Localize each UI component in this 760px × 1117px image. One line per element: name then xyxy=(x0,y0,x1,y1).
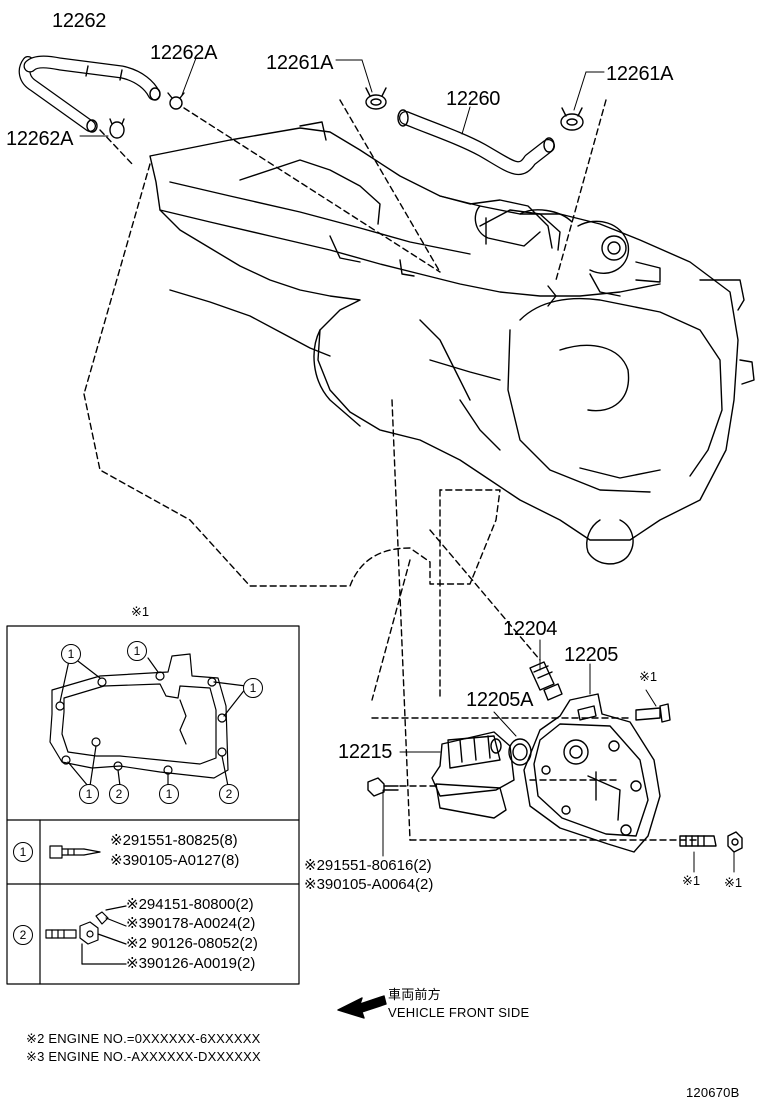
table-row2-line1: ※294151-80800(2) xyxy=(126,896,254,913)
bolt-right xyxy=(635,703,671,723)
label-12261A-left: 12261A xyxy=(266,52,334,74)
table-key-1: 1 xyxy=(13,842,33,862)
bolt-left xyxy=(367,777,399,797)
clamp-12261A xyxy=(365,87,584,131)
front-arrow xyxy=(337,995,387,1019)
table-row1-line2: ※390105-A0127(8) xyxy=(110,852,240,869)
direction-en: VEHICLE FRONT SIDE xyxy=(388,1005,530,1020)
engine-note-3: ※3 ENGINE NO.-AXXXXXX-DXXXXXX xyxy=(26,1049,261,1064)
table-key-2: 2 xyxy=(13,925,33,945)
inset-callout: 2 xyxy=(109,784,129,804)
engine-block xyxy=(149,121,755,565)
label-12260: 12260 xyxy=(446,88,501,110)
label-12262A-left: 12262A xyxy=(6,128,74,150)
inset-callout: 1 xyxy=(159,784,179,804)
stud-and-nut xyxy=(679,831,743,853)
inset-callout: 1 xyxy=(127,641,147,661)
table-row2-line2: ※390178-A0024(2) xyxy=(126,915,256,932)
inset-title-mark: ※1 xyxy=(131,604,150,619)
label-12261A-right: 12261A xyxy=(606,63,674,85)
gasket-sketch xyxy=(49,653,247,787)
inset-bolt-2 xyxy=(45,905,127,965)
sensor-12204 xyxy=(529,661,563,701)
mark-right-bolt: ※1 xyxy=(639,669,658,684)
mark-nut: ※1 xyxy=(724,875,743,890)
label-12215: 12215 xyxy=(338,741,393,763)
inset-bolt-1 xyxy=(49,845,101,859)
label-12262: 12262 xyxy=(52,10,107,32)
label-12205: 12205 xyxy=(564,644,619,666)
clip-12262A xyxy=(109,92,185,139)
housing-12205 xyxy=(523,693,661,853)
hose-12260 xyxy=(397,109,555,176)
inset-callout: 1 xyxy=(79,784,99,804)
label-12204: 12204 xyxy=(503,618,558,640)
table-row2-line4: ※390126-A0019(2) xyxy=(126,955,256,972)
leader-lines xyxy=(79,57,735,873)
figure-id: 120670B xyxy=(686,1085,740,1100)
bolt-label-A0064: ※390105-A0064(2) xyxy=(304,876,434,893)
engine-note-2: ※2 ENGINE NO.=0XXXXXX-6XXXXXX xyxy=(26,1031,261,1046)
hose-12262 xyxy=(18,55,161,133)
mark-stud: ※1 xyxy=(682,873,701,888)
direction-jp: 車両前方 xyxy=(388,987,441,1002)
inset-callout: 1 xyxy=(243,678,263,698)
separator-12215 xyxy=(431,731,515,819)
label-12262A-top: 12262A xyxy=(150,42,218,64)
table-row1-line1: ※291551-80825(8) xyxy=(110,832,238,849)
label-12205A: 12205A xyxy=(466,689,534,711)
inset-callout: 2 xyxy=(219,784,239,804)
inset-box xyxy=(6,625,300,985)
bolt-label-80616: ※291551-80616(2) xyxy=(304,857,432,874)
dashed-outline xyxy=(83,99,701,841)
table-row2-line3: ※2 90126-08052(2) xyxy=(126,935,258,952)
inset-callout: 1 xyxy=(61,644,81,664)
